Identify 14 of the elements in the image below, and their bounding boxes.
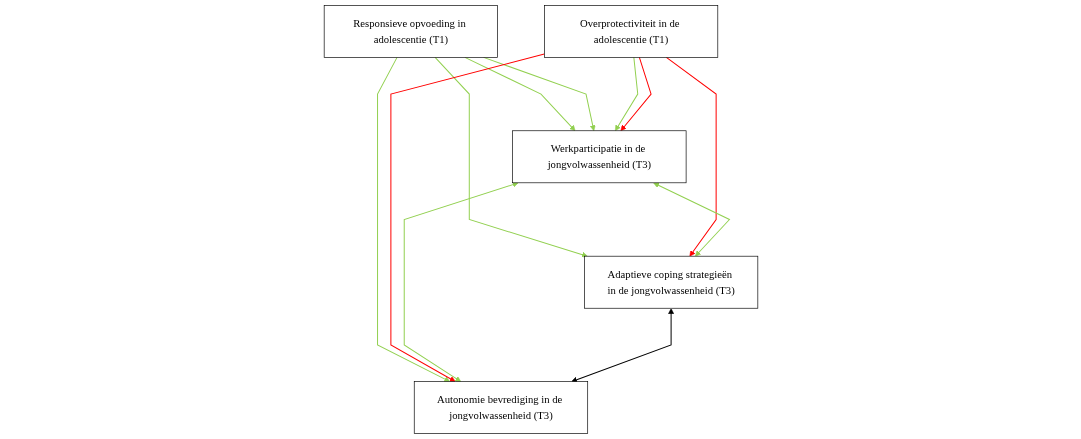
arrow xyxy=(570,308,674,383)
arrow xyxy=(434,56,588,258)
node-box: Adaptieve coping strategieën in de jongvolwassenheid (T3) xyxy=(583,255,758,309)
node-box: Responsieve opvoeding in adolescentie (T1) xyxy=(323,5,498,58)
arrow xyxy=(665,56,717,257)
arrow xyxy=(403,181,518,382)
arrow xyxy=(389,53,545,382)
node-box: Overprotectiviteit in de adolescentie (T1) xyxy=(543,5,718,58)
arrow xyxy=(376,56,450,382)
arrow xyxy=(652,182,730,257)
arrow xyxy=(620,56,652,132)
arrow xyxy=(614,56,638,132)
node-box: Werkparticipatie in de jongvolwassenheid (T3) xyxy=(511,130,686,184)
node-box: Autonomie bevrediging in de jongvolwassenheid (T3) xyxy=(413,381,588,434)
